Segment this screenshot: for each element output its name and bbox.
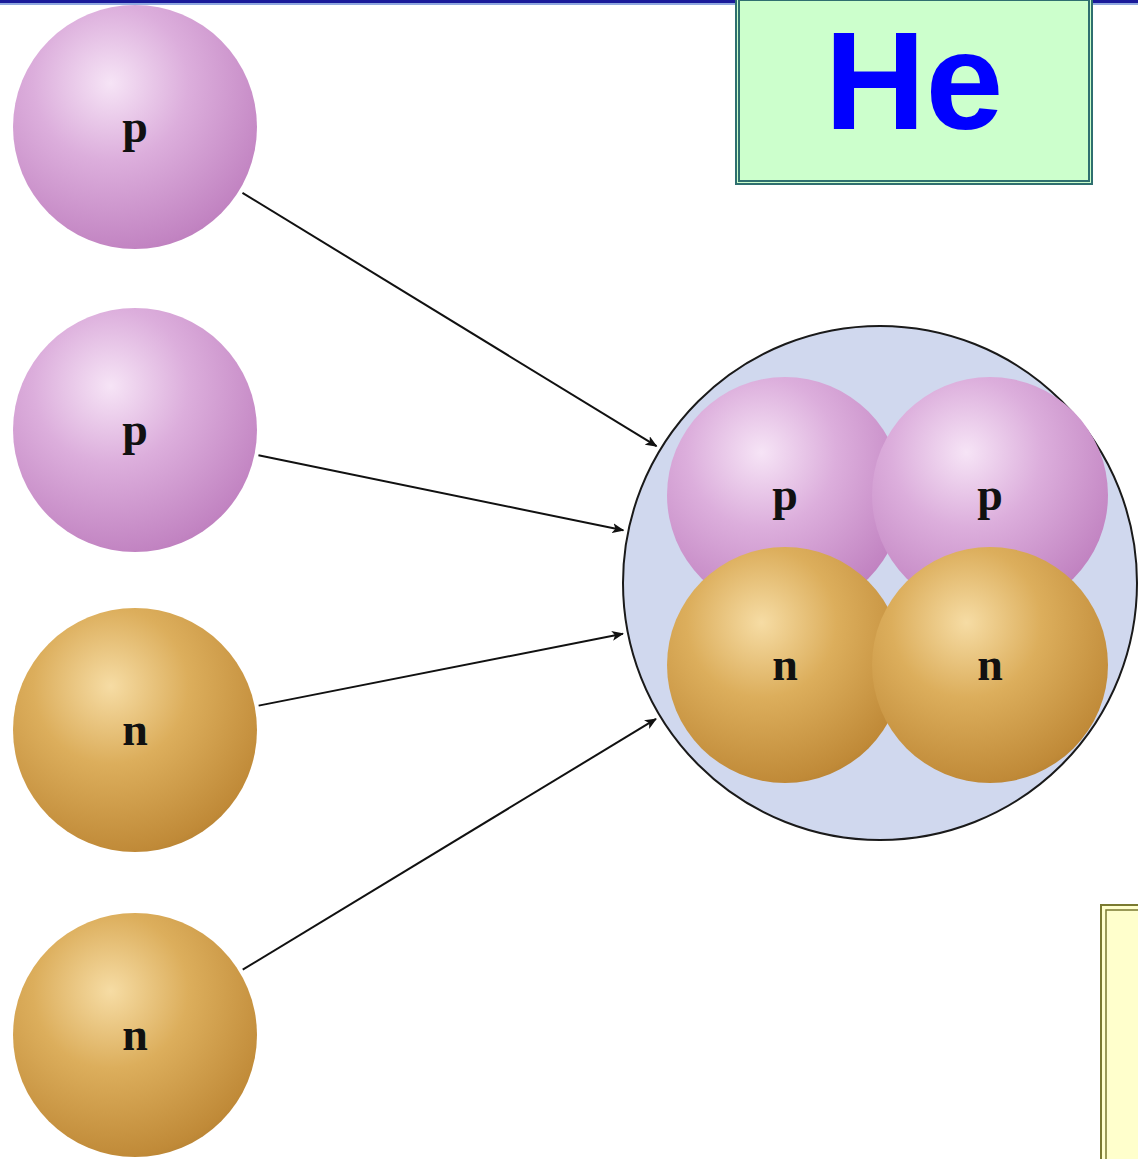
particle-label: n — [977, 642, 1003, 688]
arrow — [242, 193, 656, 446]
arrow — [259, 634, 623, 706]
title-box: He — [735, 0, 1093, 185]
neutron-sphere: n — [872, 547, 1108, 783]
particle-label: n — [122, 1012, 148, 1058]
particle-label: p — [977, 472, 1003, 518]
particle-label: p — [122, 104, 148, 150]
particle-label: n — [772, 642, 798, 688]
particle-label: p — [772, 472, 798, 518]
arrow — [258, 455, 623, 530]
proton-sphere: p — [13, 5, 257, 249]
note-box-inner — [1106, 910, 1138, 1159]
proton-sphere: p — [13, 308, 257, 552]
neutron-sphere: n — [13, 913, 257, 1157]
particle-label: p — [122, 407, 148, 453]
neutron-sphere: n — [13, 608, 257, 852]
arrow — [243, 719, 656, 970]
title: He — [825, 11, 1004, 151]
nucleus-circle: p p n n — [622, 325, 1138, 841]
particle-label: n — [122, 707, 148, 753]
neutron-sphere: n — [667, 547, 903, 783]
